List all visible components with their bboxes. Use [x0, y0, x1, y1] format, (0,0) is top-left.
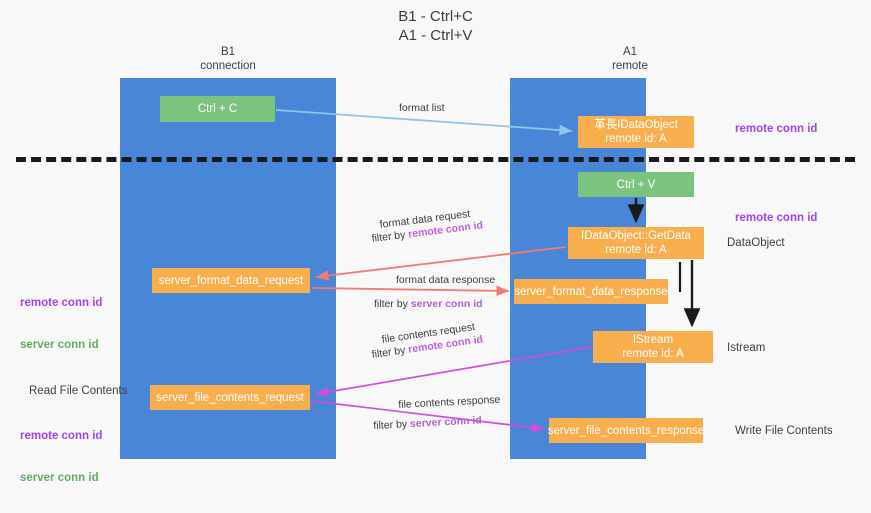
- filter-prefix: filter by: [373, 418, 411, 432]
- node-server-file-contents-response[interactable]: server_file_contents_response: [548, 418, 704, 443]
- node-idataobject-getdata[interactable]: IDataObject::GetData remote id: A: [568, 227, 704, 259]
- label-istream: Istream: [727, 342, 766, 354]
- edge-label-file-contents-response-filter: filter by server conn id: [373, 414, 482, 433]
- node-ctrl-v[interactable]: Ctrl + V: [578, 172, 694, 197]
- filter-prefix: filter by: [371, 343, 410, 361]
- label-conn-ids-upper: remote conn id server conn id: [20, 268, 102, 380]
- label-remote-conn-id-mid: remote conn id: [735, 212, 818, 224]
- node-istream[interactable]: IStream remote id: A: [593, 331, 713, 363]
- edge-label-format-data-response-filter: filter by server conn id: [374, 298, 483, 311]
- filter-prefix: filter by: [371, 228, 409, 245]
- filter-value: server conn id: [410, 298, 483, 310]
- label-server-conn-id-left-lower: server conn id: [20, 472, 99, 484]
- column-header-b1: B1 connection: [200, 46, 256, 72]
- page-title: B1 - Ctrl+C A1 - Ctrl+V: [398, 8, 473, 44]
- label-conn-ids-lower: remote conn id server conn id: [20, 401, 102, 513]
- node-idataobject[interactable]: ⾰⾧IDataObject remote id: A: [578, 116, 694, 148]
- edge-label-file-contents-response: file contents response: [398, 393, 501, 411]
- node-server-format-data-request[interactable]: server_format_data_request: [152, 268, 310, 293]
- phase-divider-dashed-line: [16, 157, 855, 162]
- label-write-file-contents: Write File Contents: [735, 425, 833, 437]
- node-server-format-data-response[interactable]: server_format_data_response: [514, 279, 668, 304]
- label-remote-conn-id-left-lower: remote conn id: [20, 430, 103, 442]
- label-remote-conn-id-top: remote conn id: [735, 123, 818, 135]
- edge-label-format-data-response: format data response: [396, 274, 496, 286]
- label-server-conn-id-left-upper: server conn id: [20, 339, 99, 351]
- filter-value: server conn id: [409, 414, 483, 431]
- label-dataobject: DataObject: [727, 237, 785, 249]
- edge-label-format-list: format list: [399, 102, 445, 114]
- filter-prefix: filter by: [374, 298, 411, 310]
- column-header-a1: A1 remote: [612, 46, 648, 72]
- diagram-canvas: B1 - Ctrl+C A1 - Ctrl+V B1 connection A1…: [16, 8, 855, 484]
- label-read-file-contents: Read File Contents: [29, 385, 128, 397]
- label-remote-conn-id-left-upper: remote conn id: [20, 297, 103, 309]
- node-ctrl-c[interactable]: Ctrl + C: [160, 96, 275, 122]
- node-server-file-contents-request[interactable]: server_file_contents_request: [150, 385, 310, 410]
